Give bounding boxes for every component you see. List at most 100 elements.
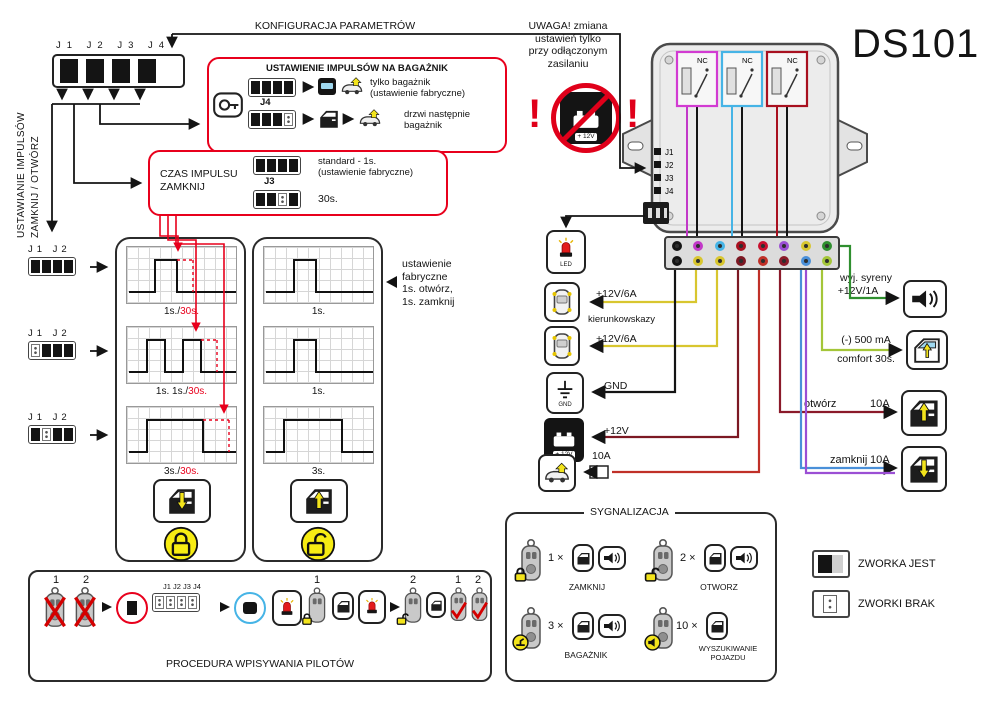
pulse-jumper-label: J3 — [264, 176, 275, 187]
signal-count-1: 1 × — [548, 552, 564, 564]
remote-icon — [650, 538, 676, 589]
jumper-slot — [31, 344, 40, 357]
jumper-slot — [42, 344, 51, 357]
factory-note-arrow — [386, 276, 397, 288]
window-icon-box — [906, 330, 948, 370]
exclamation-right: ! — [626, 92, 640, 136]
side-label-line1: USTAWIANIE IMPULSÓW — [16, 112, 27, 238]
module-pin-label-3: J3 — [665, 174, 674, 183]
signal-count-3: 3 × — [548, 620, 564, 632]
waveform-time-label: 3s. — [311, 466, 326, 477]
trunk-icon-2 — [358, 108, 382, 134]
module-pin-label-2: J2 — [665, 161, 674, 170]
pulse-row1-jumper-strip — [253, 156, 301, 175]
door-close-icon — [910, 456, 938, 483]
door-close-icon — [169, 489, 195, 514]
nc-label: NC — [697, 56, 708, 65]
jumper-slot — [42, 260, 51, 273]
jumper-slot — [188, 596, 197, 609]
gnd-box: GND — [546, 372, 584, 414]
signals-box — [505, 512, 777, 682]
remote-icon — [518, 538, 544, 589]
jumper-slot — [278, 159, 287, 172]
jumper-slot — [64, 260, 73, 273]
waveform-panel-open: 1s. 1s. 3s. — [252, 237, 383, 562]
signal-count-2: 2 × — [680, 552, 696, 564]
legend-present-icon — [812, 550, 850, 578]
waveform-cell — [126, 406, 237, 464]
waveform-time-label: 1s./30s. — [163, 306, 200, 317]
remote-icon-checked — [448, 586, 469, 629]
signal-label-2: OTWORZ — [700, 582, 738, 592]
jumper-slot — [31, 428, 40, 441]
comfort-label-1: (-) 500 mA — [841, 334, 891, 346]
remote-icon — [306, 586, 328, 631]
jumper-slot — [262, 113, 271, 126]
procedure-arrow — [390, 602, 400, 612]
mini-jumper-strip-1 — [28, 257, 76, 276]
procedure-num-2: 2 — [82, 574, 90, 586]
led-mini-box — [272, 590, 302, 626]
padlock-closed-icon — [512, 566, 529, 588]
trunk-box-title: USTAWIENIE IMPULSÓW NA BAGAŻNIK — [265, 63, 449, 74]
indicator-car-icon-2 — [544, 326, 580, 366]
signal-label-1: ZAMKNIJ — [568, 582, 606, 592]
terminal — [800, 240, 811, 251]
exclamation-left: ! — [528, 92, 542, 136]
led-label: LED — [560, 262, 572, 268]
jumper-slot — [64, 428, 73, 441]
door-open-icon — [910, 400, 938, 427]
terminal — [714, 255, 725, 266]
terminal — [757, 255, 768, 266]
led-icon — [558, 237, 574, 257]
waveform-time-label: 1s. — [311, 386, 326, 397]
insert-jumper-icon — [116, 592, 148, 624]
signal-label-3: BAGAŻNIK — [564, 650, 608, 660]
config-parameters-label: KONFIGURACJA PARAMETRÓW — [200, 20, 470, 33]
remote-icon-crossed — [42, 586, 68, 630]
module-pin-label-1: J1 — [665, 148, 674, 157]
jumper-slot — [251, 113, 260, 126]
nc-label: NC — [787, 56, 798, 65]
jumper-slot — [64, 344, 73, 357]
pulse-row2-text: 30s. — [318, 193, 338, 205]
waveform-cell — [126, 246, 237, 304]
terminal — [779, 255, 790, 266]
no-power-circle — [551, 83, 621, 153]
remote-icon — [402, 586, 424, 631]
gnd-wire-label: GND — [604, 380, 628, 392]
door-icon-small — [318, 108, 340, 135]
product-title: DS101 — [852, 22, 980, 66]
open-wire-label: otwórz — [804, 398, 837, 410]
close-fuse-label: 10A — [870, 454, 890, 466]
terminal — [671, 240, 682, 251]
module-pin-label-4: J4 — [665, 187, 674, 196]
jumper-slot — [267, 193, 276, 206]
signal-door-icon — [426, 592, 446, 618]
nc-label: NC — [742, 56, 753, 65]
close-door-icon-box — [901, 446, 947, 492]
jumper-block — [52, 54, 185, 88]
indicators-label-1: +12V/6A — [596, 288, 637, 300]
jumper-block-labels: J1 J2 J3 J4 — [56, 40, 171, 51]
jumper-slot — [177, 596, 186, 609]
comfort-label-2: comfort 30s. — [837, 353, 895, 365]
waveform-cell — [263, 406, 374, 464]
procedure-arrow — [102, 602, 112, 612]
jumper-slot — [42, 428, 51, 441]
jumper-slot — [273, 81, 282, 94]
signal-door-icon — [704, 544, 726, 572]
open-door-icon-box — [901, 390, 947, 436]
side-label-line2: ZAMKNIJ / OTWÓRZ — [30, 136, 41, 238]
procedure-step-2: 2 — [409, 574, 417, 586]
jumper-slot — [53, 260, 62, 273]
procedure-title: PROCEDURA WPISYWANIA PILOTÓW — [165, 658, 355, 670]
jumper-slot — [284, 113, 293, 126]
indicators-label-2: +12V/6A — [596, 333, 637, 345]
jumper-slot — [267, 159, 276, 172]
pulse-box-title1: CZAS IMPULSU — [160, 168, 238, 180]
